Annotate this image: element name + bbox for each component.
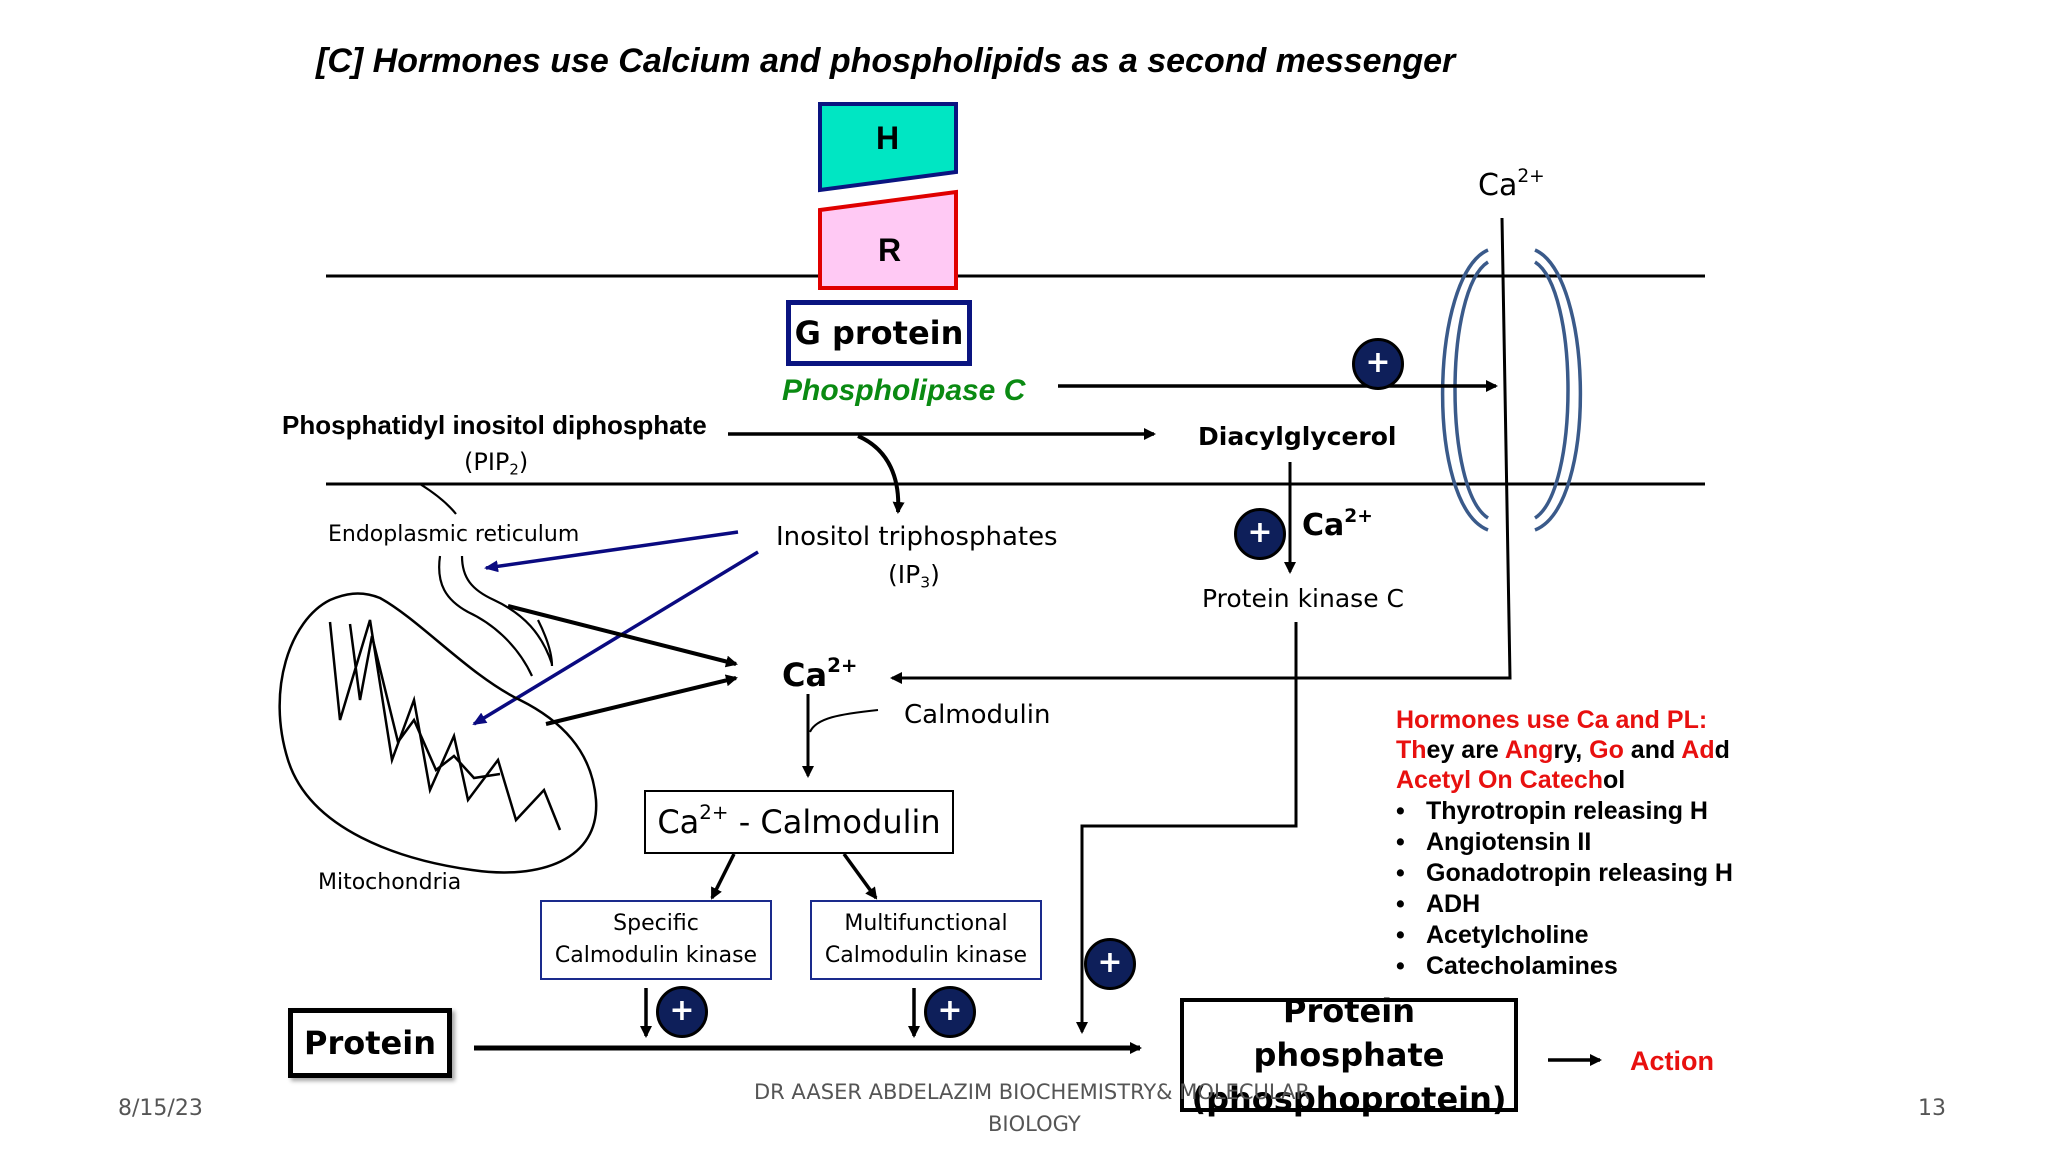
ca-calmodulin-label: Ca2+ - Calmodulin xyxy=(657,801,941,841)
slide-title: [C] Hormones use Calcium and phospholipi… xyxy=(316,42,1456,80)
list-item: Acetylcholine xyxy=(1396,920,1733,951)
list-item: Thyrotropin releasing H xyxy=(1396,796,1733,827)
pkc-label: Protein kinase C xyxy=(1202,584,1404,613)
specific-kinase-line1: Specific xyxy=(613,911,699,936)
ip3-to-mito-arrow xyxy=(472,550,759,726)
multi-kinase-line2: Calmodulin kinase xyxy=(824,943,1028,968)
phosphoprotein-box: Protein phosphate (phosphoprotein) xyxy=(1180,992,1518,1118)
pkc-ca-label: Ca2+ xyxy=(1302,505,1373,543)
pip2-abbr: (PIP2) xyxy=(464,448,529,479)
pip2-label: Phosphatidyl inositol diphosphate xyxy=(282,410,707,440)
er-label: Endoplasmic reticulum xyxy=(328,522,580,547)
plc-activation-plus: + xyxy=(1352,338,1404,390)
calmodulin-join-line xyxy=(809,709,879,733)
mito-to-ca-arrow xyxy=(545,674,738,726)
calcium-channel xyxy=(1440,248,1583,532)
calmodulin-label: Calmodulin xyxy=(904,700,1051,730)
footer-author-line1: DR AASER ABDELAZIM BIOCHEMISTRY& MOLECUL… xyxy=(754,1080,1310,1104)
g-protein-box: G protein xyxy=(786,300,972,366)
mnemonic-heading: Hormones use Ca and PL: xyxy=(1396,706,1708,734)
ip3-label: Inositol triphosphates xyxy=(776,522,1058,552)
footer-page-number: 13 xyxy=(1918,1096,1946,1121)
ca-calmodulin-box: Ca2+ - Calmodulin xyxy=(644,790,954,854)
protein-label: Protein xyxy=(304,1024,436,1062)
multi-kinase-plus: + xyxy=(924,986,976,1038)
er-to-ca-arrow xyxy=(507,604,738,668)
specific-kinase-line2: Calmodulin kinase xyxy=(554,943,758,968)
phospholipase-c-label: Phospholipase C xyxy=(782,374,1026,407)
specific-kinase-plus: + xyxy=(656,986,708,1038)
receptor-shape xyxy=(818,189,958,290)
ip3-to-er-arrow xyxy=(484,530,739,573)
pkc-path-plus: + xyxy=(1084,938,1136,990)
ip3-abbr: (IP3) xyxy=(888,560,940,592)
phosphoprotein-line1: Protein phosphate xyxy=(1253,992,1445,1074)
pkc-activation-plus: + xyxy=(1234,508,1286,560)
er-sketch xyxy=(419,483,554,677)
pip2-to-ip3-arrow xyxy=(857,434,905,514)
cacalm-to-specific-arrow xyxy=(710,853,736,900)
mitochondria-label: Mitochondria xyxy=(318,870,462,895)
list-item: Gonadotropin releasing H xyxy=(1396,858,1733,889)
mnemonic-line2: They are Angry, Go and Add xyxy=(1396,736,1730,764)
multi-kinase-box: Multifunctional Calmodulin kinase xyxy=(810,900,1042,980)
footer-date: 8/15/23 xyxy=(118,1096,203,1121)
protein-box: Protein xyxy=(288,1008,452,1078)
ca-influx-path xyxy=(890,217,1512,684)
hormone-label: H xyxy=(876,120,900,156)
diacylglycerol-label: Diacylglycerol xyxy=(1198,422,1397,451)
footer-author-line2: BIOLOGY xyxy=(988,1112,1081,1136)
multi-kinase-line1: Multifunctional xyxy=(844,911,1008,936)
mitochondria-sketch xyxy=(278,592,598,874)
hormone-shape xyxy=(818,102,958,193)
list-item: Catecholamines xyxy=(1396,951,1733,982)
list-item: Angiotensin II xyxy=(1396,827,1733,858)
mnemonic-line3: Acetyl On Catechol xyxy=(1396,766,1626,794)
list-item: ADH xyxy=(1396,889,1733,920)
intracellular-ca-label: Ca2+ xyxy=(782,654,858,694)
receptor-label: R xyxy=(878,232,902,268)
hormone-list: Thyrotropin releasing H Angiotensin II G… xyxy=(1396,796,1733,982)
action-label: Action xyxy=(1630,1046,1714,1076)
phosphoprotein-line2: (phosphoprotein) xyxy=(1191,1080,1507,1118)
g-protein-label: G protein xyxy=(794,314,964,352)
extracellular-ca-label: Ca2+ xyxy=(1478,165,1545,203)
pkc-to-phosphoprotein-path xyxy=(1076,622,1298,1034)
cacalm-to-multi-arrow xyxy=(842,852,878,900)
specific-kinase-box: Specific Calmodulin kinase xyxy=(540,900,772,980)
